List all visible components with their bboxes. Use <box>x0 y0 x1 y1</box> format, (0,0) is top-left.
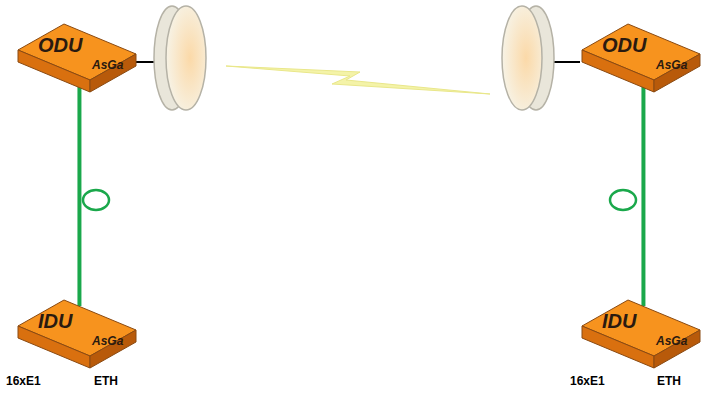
equipment-unit: IDU AsGa <box>16 296 138 370</box>
port-label: ETH <box>657 374 681 388</box>
cable-loop <box>83 190 109 210</box>
unit-shape <box>580 20 702 94</box>
brand-name: AsGa <box>656 334 687 348</box>
brand-name: AsGa <box>92 58 123 72</box>
unit-name: ODU <box>38 34 82 57</box>
unit-shape <box>16 296 138 370</box>
port-label: 16xE1 <box>6 374 41 388</box>
brand-name: AsGa <box>656 58 687 72</box>
antenna-dish <box>154 6 206 110</box>
equipment-unit: ODU AsGa <box>16 20 138 94</box>
unit-name: ODU <box>602 34 646 57</box>
ifl-cable <box>77 78 81 306</box>
radio-beam <box>226 66 490 94</box>
unit-name: IDU <box>602 310 636 333</box>
antenna-dish <box>502 6 554 110</box>
brand-name: AsGa <box>92 334 123 348</box>
port-label: 16xE1 <box>570 374 605 388</box>
ifl-cable <box>641 78 645 306</box>
unit-shape <box>580 296 702 370</box>
cable-loop <box>610 190 636 210</box>
port-label: ETH <box>94 374 118 388</box>
unit-name: IDU <box>38 310 72 333</box>
equipment-unit: IDU AsGa <box>580 296 702 370</box>
unit-shape <box>16 20 138 94</box>
equipment-unit: ODU AsGa <box>580 20 702 94</box>
